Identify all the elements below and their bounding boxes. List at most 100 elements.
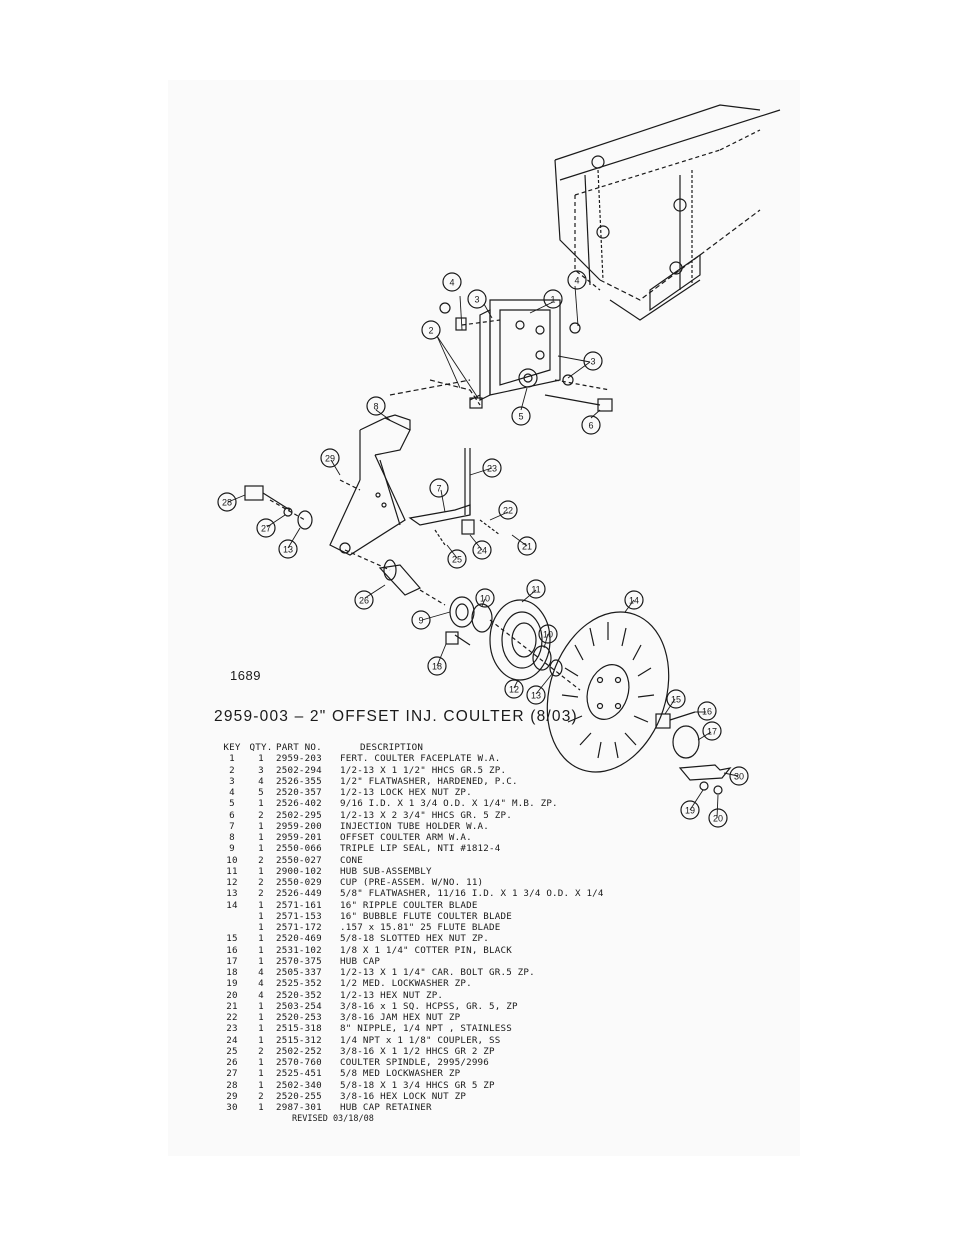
svg-text:22: 22 (503, 506, 513, 516)
cell-description: 1/2-13 X 2 3/4" HHCS GR. 5 ZP. (340, 809, 512, 821)
balloon-17: 17 (702, 721, 722, 741)
cell-part-no: 2502-252 (276, 1045, 322, 1057)
balloon-10-top: 10 (475, 588, 495, 608)
cell-description: TRIPLE LIP SEAL, NTI #1812-4 (340, 843, 501, 855)
cell-part-no: 2571-172 (276, 922, 322, 933)
svg-text:26: 26 (359, 596, 369, 606)
cell-qty: 1 (258, 1012, 264, 1023)
cell-qty: 2 (258, 888, 264, 900)
header-qty: QTY. (249, 742, 273, 753)
cell-key: 11 (226, 865, 238, 877)
cell-part-no: 2525-451 (276, 1068, 322, 1080)
cell-qty: 1 (258, 865, 264, 877)
balloon-15: 15 (666, 689, 686, 709)
cell-key: 26 (226, 1057, 238, 1068)
cell-description: .157 x 15.81" 25 FLUTE BLADE (340, 922, 501, 933)
balloon-3-top: 3 (467, 289, 487, 309)
svg-text:13: 13 (283, 545, 293, 555)
cell-qty: 1 (258, 899, 264, 911)
svg-text:17: 17 (707, 727, 717, 737)
leader-lines (227, 285, 739, 819)
cell-qty: 1 (258, 1057, 264, 1068)
cell-part-no: 2526-402 (276, 798, 322, 810)
balloon-28: 28 (217, 492, 237, 512)
balloon-3-right: 3 (583, 351, 603, 371)
cell-key: 18 (226, 967, 238, 978)
hub-assembly (445, 596, 581, 691)
cell-key: 7 (229, 820, 235, 832)
svg-text:16: 16 (702, 707, 712, 717)
cell-qty: 2 (258, 1045, 264, 1057)
balloon-21: 21 (517, 536, 537, 556)
cell-part-no: 2531-102 (276, 944, 322, 956)
balloon-4-left: 4 (442, 272, 462, 292)
cell-description: INJECTION TUBE HOLDER W.A. (340, 820, 490, 832)
cell-description: 1/2-13 X 1 1/2" HHCS GR.5 ZP. (340, 764, 507, 776)
balloon-18: 18 (427, 656, 447, 676)
cell-description: 5/8-18 SLOTTED HEX NUT ZP. (340, 933, 490, 945)
cell-part-no: 2520-357 (276, 787, 322, 798)
cell-part-no: 2502-340 (276, 1079, 322, 1091)
svg-text:18: 18 (432, 662, 442, 672)
svg-text:10: 10 (543, 630, 553, 640)
balloon-6: 6 (581, 415, 601, 435)
implement-frame (554, 104, 781, 321)
cell-qty: 1 (258, 1102, 264, 1113)
cell-key: 10 (226, 854, 238, 866)
cell-qty: 4 (258, 978, 264, 990)
coulter-spindle (344, 549, 446, 606)
cell-key: 12 (226, 877, 238, 888)
cell-part-no: 2520-469 (276, 933, 322, 945)
table-row: 18 4 2505-337 1/2-13 X 1 1/4" CAR. BOLT GR.… (218, 967, 604, 978)
svg-text:3: 3 (590, 357, 595, 367)
faceplate (389, 299, 561, 406)
cell-qty: 1 (258, 753, 264, 765)
cell-part-no: 2959-203 (276, 753, 322, 765)
cell-part-no: 2959-201 (276, 832, 322, 843)
cell-qty: 5 (258, 787, 264, 798)
cell-key: 17 (226, 955, 238, 967)
cell-description: 3/8-16 X 1 1/2 HHCS GR 2 ZP (340, 1045, 495, 1057)
arm-fasteners (244, 479, 361, 530)
cell-qty: 2 (258, 1090, 264, 1102)
cell-qty: 1 (258, 922, 264, 933)
cell-qty: 4 (258, 967, 264, 978)
revision-note: REVISED 03/18/08 (292, 1114, 374, 1124)
cell-key: 15 (226, 933, 238, 945)
cell-part-no: 2550-027 (276, 854, 322, 866)
cell-part-no: 2505-337 (276, 967, 322, 978)
cell-description: 1/2" FLATWASHER, HARDENED, P.C. (340, 775, 518, 787)
cell-qty: 1 (258, 933, 264, 945)
cell-part-no: 2515-318 (276, 1023, 322, 1035)
cell-key: 1 (229, 753, 235, 765)
cell-description: CONE (340, 854, 363, 866)
svg-text:20: 20 (713, 814, 723, 824)
cell-qty: 1 (258, 843, 264, 855)
cell-qty: 4 (258, 989, 264, 1001)
header-part-no: PART NO. (276, 742, 322, 753)
cell-description: HUB CAP RETAINER (340, 1102, 432, 1113)
balloon-2: 2 (421, 320, 441, 340)
cell-description: 1/2 MED. LOCKWASHER ZP. (340, 978, 472, 990)
balloon-26: 26 (354, 590, 374, 610)
cell-part-no: 2550-029 (276, 877, 322, 888)
cell-qty: 1 (258, 832, 264, 843)
cell-description: 1/2-13 X 1 1/4" CAR. BOLT GR.5 ZP. (340, 967, 535, 978)
balloon-5: 5 (511, 406, 531, 426)
cell-description: 5/8" FLATWASHER, 11/16 I.D. X 1 3/4 O.D.… (340, 888, 604, 900)
balloon-16: 16 (697, 701, 717, 721)
cell-key: 6 (229, 809, 235, 821)
